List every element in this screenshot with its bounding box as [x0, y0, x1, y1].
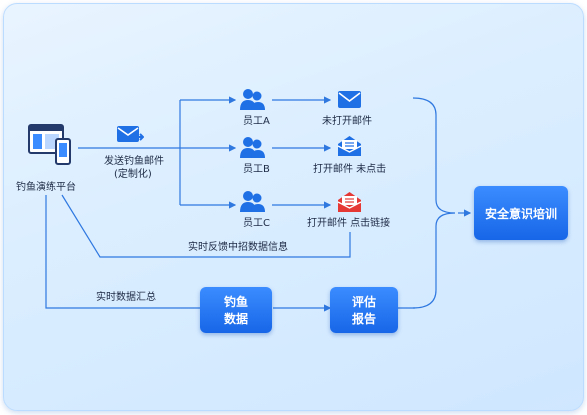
send-label-line1: 发送钓鱼邮件: [104, 156, 164, 167]
envelope-icon: [338, 91, 361, 108]
phish-data-line2: 数据: [223, 312, 248, 326]
training-box: 安全意识培训: [474, 186, 568, 240]
employee-c-icon: [240, 191, 265, 212]
send-mail-icon: [117, 126, 144, 142]
employee-b-icon: [240, 137, 265, 158]
platform-label: 钓鱼演练平台: [16, 182, 76, 193]
send-label-line2: (定制化): [114, 169, 152, 180]
report-line2: 报告: [351, 312, 376, 326]
bracket-line: [412, 97, 456, 309]
alert-envelope-icon: [337, 192, 362, 212]
open-envelope-icon: [337, 136, 362, 156]
employee-c-result: 打开邮件 点击链接: [307, 218, 391, 229]
employee-b-result: 打开邮件 未点击: [313, 164, 387, 175]
employee-c-label: 员工C: [243, 218, 270, 229]
employee-a-icon: [240, 89, 265, 110]
report-box: 评估 报告: [330, 287, 398, 333]
report-line1: 评估: [351, 295, 376, 309]
feedback-label: 实时反馈中招数据信息: [188, 242, 288, 253]
summary-label: 实时数据汇总: [96, 292, 156, 303]
employee-a-result: 未打开邮件: [322, 116, 372, 127]
platform-monitor-icon: [28, 124, 71, 165]
employee-a-label: 员工A: [243, 116, 270, 127]
phish-data-box: 钓鱼 数据: [200, 287, 272, 333]
line-feedback: [61, 194, 351, 258]
line-summary: [45, 195, 200, 309]
training-label: 安全意识培训: [484, 206, 557, 221]
phish-data-line1: 钓鱼: [223, 295, 248, 309]
employee-b-label: 员工B: [243, 164, 270, 175]
